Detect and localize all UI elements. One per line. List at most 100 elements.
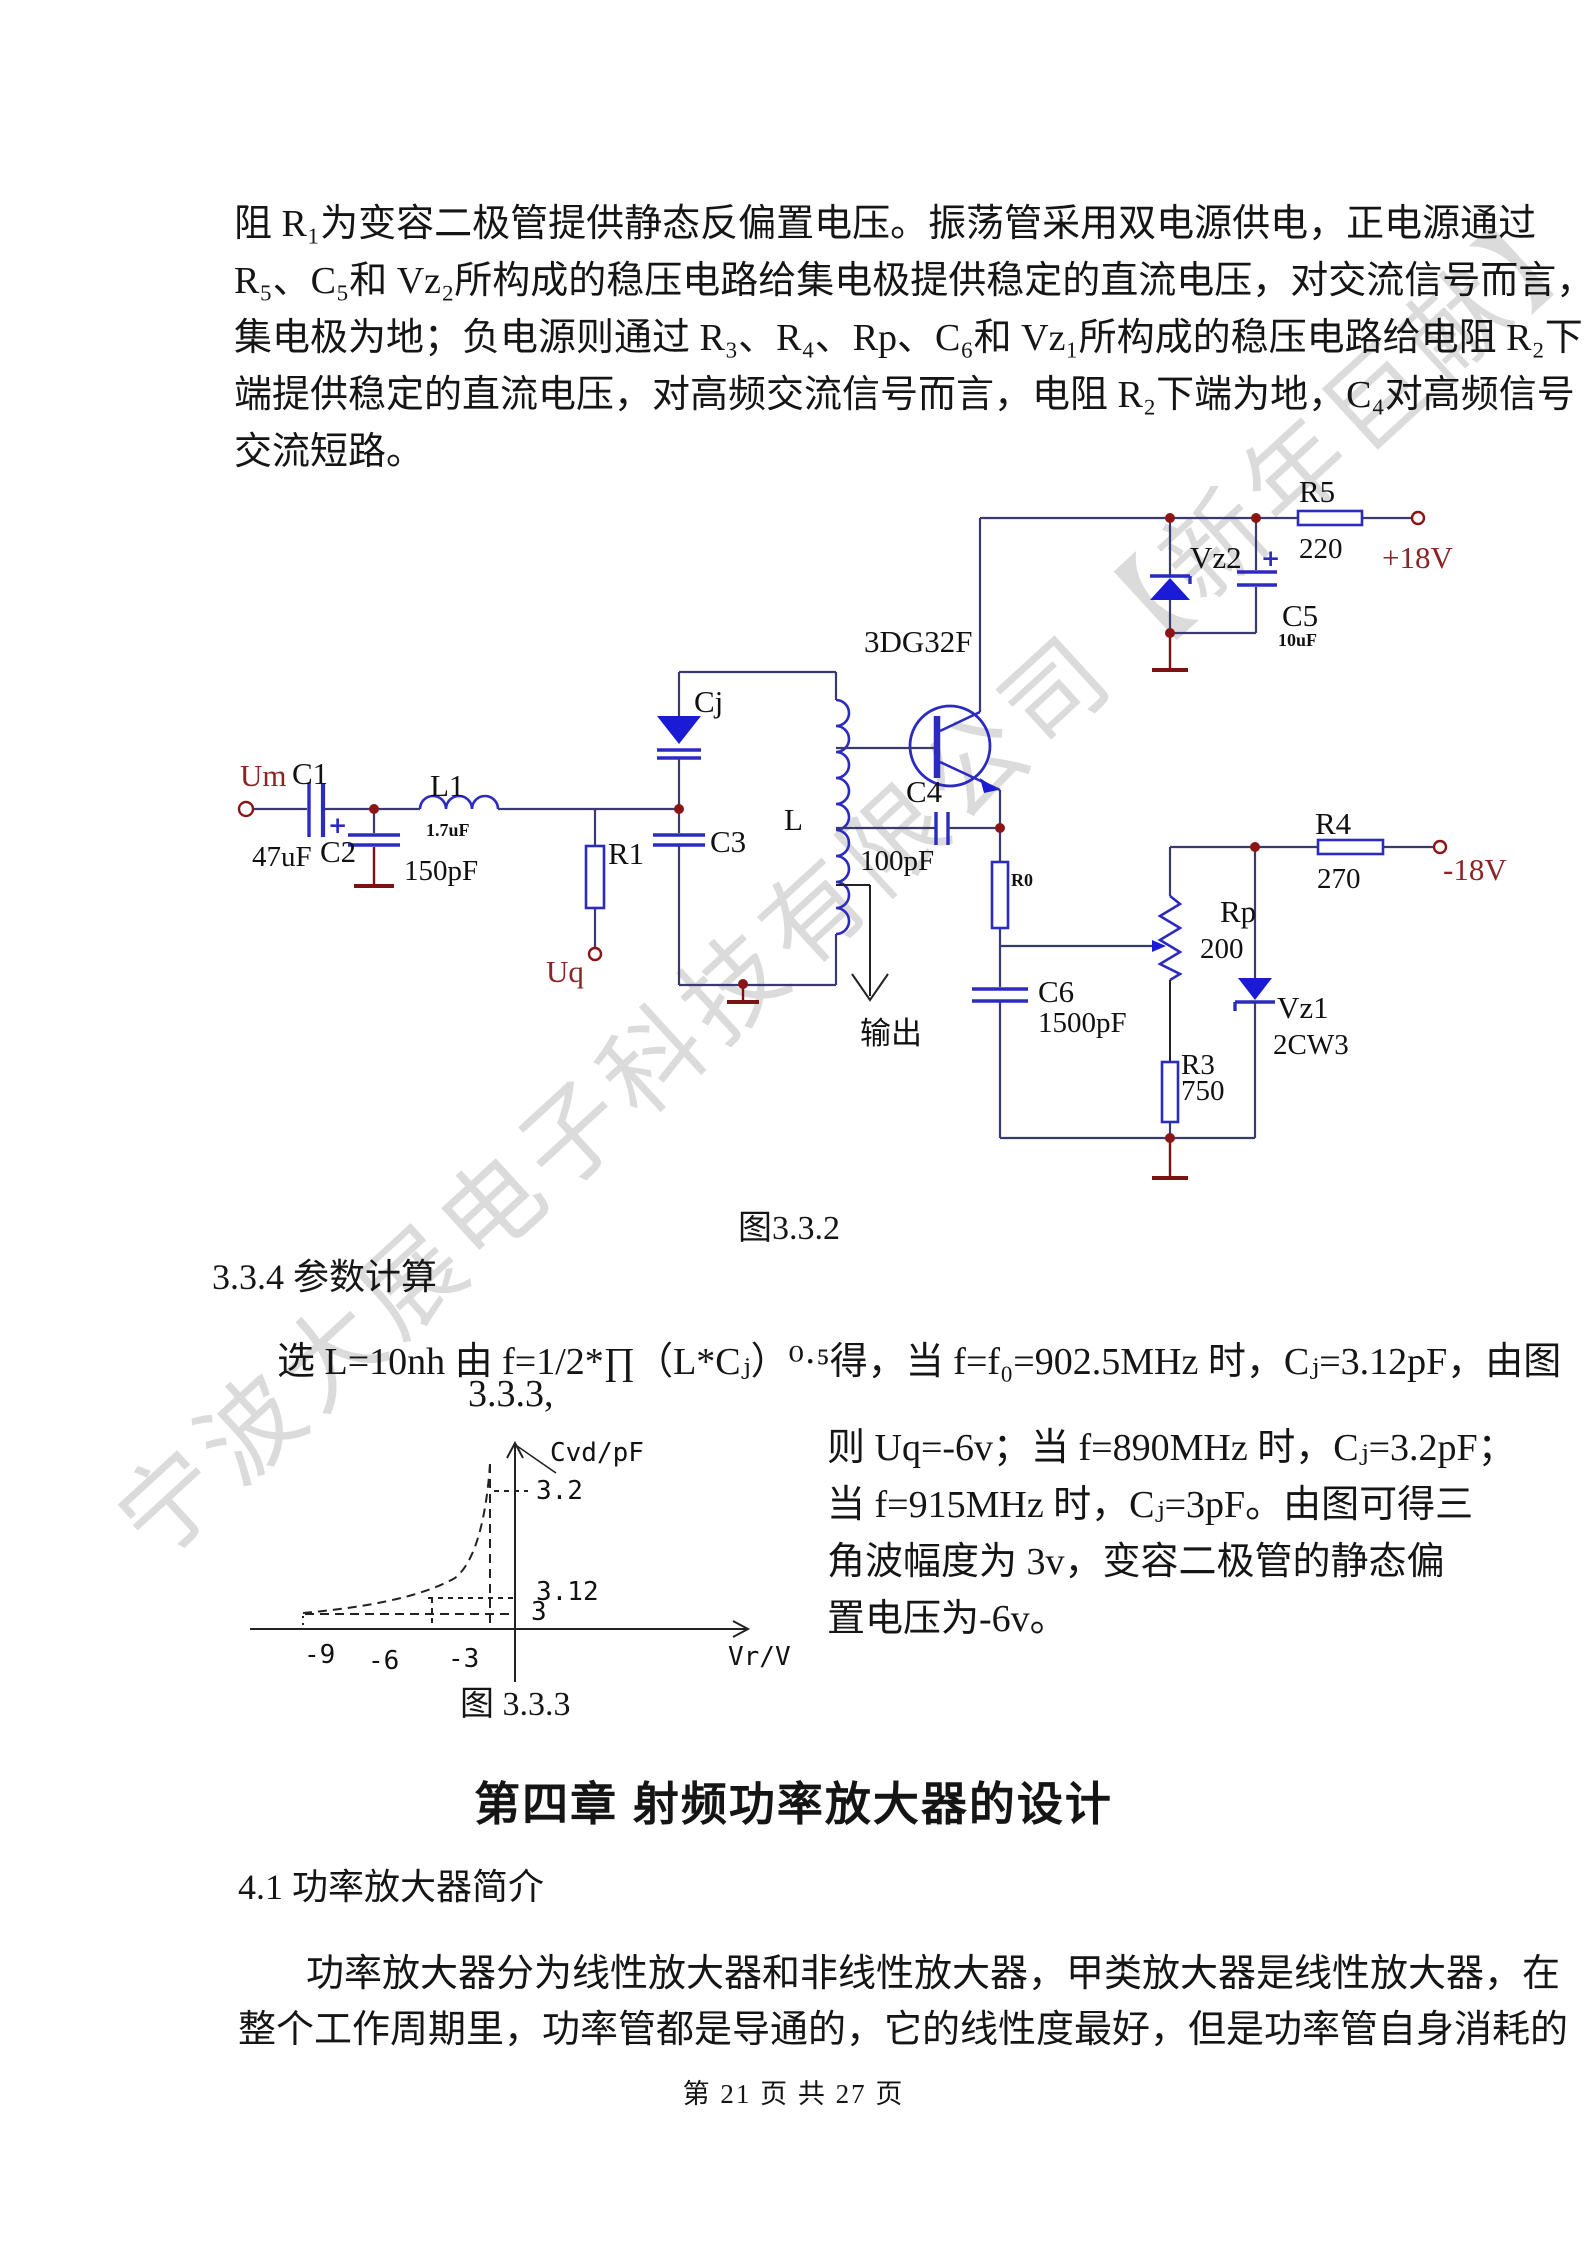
paragraph-line: 当 f=915MHz 时，Cⱼ=3pF。由图可得三 — [827, 1484, 1474, 1526]
intro-paragraph: 阻 R₁为变容二极管提供静态反偏置电压。振荡管采用双电源供电，正电源通过 R₅、… — [234, 196, 1587, 481]
label-pos-supply: +18V — [1382, 540, 1453, 575]
label-c5: C5 — [1282, 598, 1318, 633]
capacitor-c4 — [934, 812, 950, 845]
varactor-cj-bars — [657, 748, 701, 760]
circuit-diagram-3-3-2: Um C1 + 47uF C2 150pF L1 1.7uF R1 Uq Cj … — [237, 474, 1507, 1180]
output-wire — [836, 884, 871, 996]
label-vz2: Vz2 — [1190, 540, 1242, 575]
label-l1-value: 1.7uF — [426, 820, 470, 840]
label-c4-value: 100pF — [860, 845, 934, 877]
capacitor-c3 — [653, 833, 705, 847]
zener-vz1-triangle — [1238, 978, 1272, 1000]
label-r5: R5 — [1299, 474, 1335, 509]
wiper-arrow — [1152, 940, 1166, 952]
label-c2-value: 150pF — [404, 855, 478, 887]
resistor-r3 — [1160, 1060, 1180, 1124]
y-axis-label: Cvd/pF — [550, 1438, 644, 1468]
tank-frame — [677, 670, 838, 987]
inductor-l — [835, 698, 851, 936]
x-tick-neg6: -6 — [368, 1646, 399, 1676]
label-c1-value: 47uF — [252, 841, 312, 873]
x-axis-arrow — [732, 1620, 751, 1638]
cv-curve — [302, 1463, 491, 1614]
label-vz1: Vz1 — [1277, 990, 1329, 1025]
inductor-l1 — [418, 794, 500, 810]
label-c5-plus: + — [1261, 546, 1280, 572]
param-calc-line-2: 3.3.3, — [468, 1373, 554, 1415]
zener-vz2-bar — [1150, 574, 1192, 584]
paragraph-line: 交流短路。 — [234, 431, 425, 473]
output-arrowhead — [851, 973, 889, 1002]
y-tick-3: 3 — [531, 1597, 547, 1627]
resistor-r4 — [1316, 838, 1385, 856]
transistor-collector — [939, 710, 981, 733]
label-r3: R3 — [1181, 1049, 1215, 1081]
node-dot — [1165, 1133, 1175, 1143]
paragraph-line: 端提供稳定的直流电压，对高频交流信号而言，电阻 R₂下端为地，C₄对高频信号 — [234, 374, 1575, 416]
label-uq: Uq — [546, 954, 584, 989]
terminal-um — [237, 800, 255, 818]
label-r1: R1 — [608, 836, 644, 871]
node-dot — [995, 823, 1005, 833]
resistor-r0 — [990, 860, 1010, 930]
graph-3-3-3: Cvd/pF 3.2 3.12 3 -9 -6 -3 Vr/V — [250, 1438, 791, 1682]
node-dot — [1165, 513, 1175, 523]
capacitor-c5 — [1237, 570, 1277, 587]
label-c3: C3 — [710, 824, 746, 859]
y-tick-3-2: 3.2 — [536, 1476, 583, 1506]
label-transistor: 3DG32F — [864, 624, 973, 659]
y-tick-3-12: 3.12 — [536, 1577, 599, 1607]
label-r4-value: 270 — [1317, 863, 1361, 895]
label-c5-value: 10uF — [1278, 630, 1317, 650]
label-c1-plus: + — [328, 813, 347, 839]
varactor-cj-triangle — [657, 716, 701, 744]
emitter-arrow — [980, 778, 998, 793]
figure-3-3-2-caption: 图3.3.2 — [738, 1210, 840, 1247]
label-vz1-type: 2CW3 — [1273, 1029, 1349, 1061]
label-r3-value: 750 — [1181, 1075, 1225, 1107]
paragraph-line: 阻 R₁为变容二极管提供静态反偏置电压。振荡管采用双电源供电，正电源通过 — [234, 203, 1537, 245]
label-c6: C6 — [1038, 974, 1074, 1009]
section-3-3-4-heading: 3.3.4 参数计算 — [212, 1257, 438, 1297]
node-dot — [1165, 628, 1175, 638]
label-output: 输出 — [860, 1016, 922, 1051]
label-r5-value: 220 — [1299, 533, 1343, 565]
node-dot — [738, 979, 748, 989]
label-rp: Rp — [1220, 894, 1256, 929]
terminal-neg18 — [1432, 839, 1448, 855]
node-dot — [1251, 513, 1261, 523]
capacitor-c6 — [972, 987, 1028, 1003]
cv-analysis-paragraph: 则 Uq=-6v；当 f=890MHz 时，Cⱼ=3.2pF； 当 f=915M… — [827, 1420, 1516, 1648]
zener-vz2-triangle — [1150, 578, 1190, 600]
param-calc-line-1: 选 L=10nh 由 f=1/2*∏（L*Cⱼ）⁰·⁵得，当 f=f₀=902.… — [277, 1341, 1562, 1383]
paragraph-line: 角波幅度为 3v，变容二极管的静态偏 — [827, 1541, 1445, 1583]
label-c6-value: 1500pF — [1038, 1007, 1127, 1039]
label-cj: Cj — [694, 684, 723, 719]
label-r4: R4 — [1315, 806, 1352, 841]
paragraph-line: R₅、C₅和 Vz₂所构成的稳压电路给集电极提供稳定的直流电压，对交流信号而言， — [234, 260, 1587, 302]
paragraph-line: 集电极为地；负电源则通过 R₃、R₄、Rp、C₆和 Vz₁所构成的稳压电路给电阻… — [234, 317, 1583, 359]
terminal-pos18 — [1410, 510, 1426, 526]
zener-vz1-bar — [1233, 1000, 1275, 1011]
paragraph-line: 则 Uq=-6v；当 f=890MHz 时，Cⱼ=3.2pF； — [827, 1427, 1516, 1469]
page-footer: 第 21 页 共 27 页 — [682, 2079, 905, 2109]
power-amp-paragraph-line-1: 功率放大器分为线性放大器和非线性放大器，甲类放大器是线性放大器，在 — [306, 1953, 1561, 1995]
label-rp-value: 200 — [1200, 933, 1244, 965]
x-tick-neg3: -3 — [448, 1644, 479, 1674]
paragraph-line: 置电压为-6v。 — [827, 1598, 1068, 1640]
chapter-4-title: 第四章 射频功率放大器的设计 — [474, 1778, 1113, 1830]
label-coil-l: L — [784, 802, 803, 837]
y-axis-sketch-stroke — [516, 1445, 557, 1474]
label-l1: L1 — [430, 768, 464, 803]
label-c2: C2 — [320, 834, 356, 869]
power-amp-paragraph-line-2: 整个工作周期里，功率管都是导通的，它的线性度最好，但是功率管自身消耗的 — [238, 2009, 1569, 2051]
x-axis-label: Vr/V — [728, 1642, 791, 1672]
figure-3-3-3-caption: 图 3.3.3 — [460, 1686, 571, 1723]
transistor-body — [908, 704, 992, 788]
label-um: Um — [240, 758, 287, 793]
node-dot — [1250, 842, 1260, 852]
potentiometer-rp — [1157, 894, 1183, 982]
node-dot — [369, 804, 379, 814]
